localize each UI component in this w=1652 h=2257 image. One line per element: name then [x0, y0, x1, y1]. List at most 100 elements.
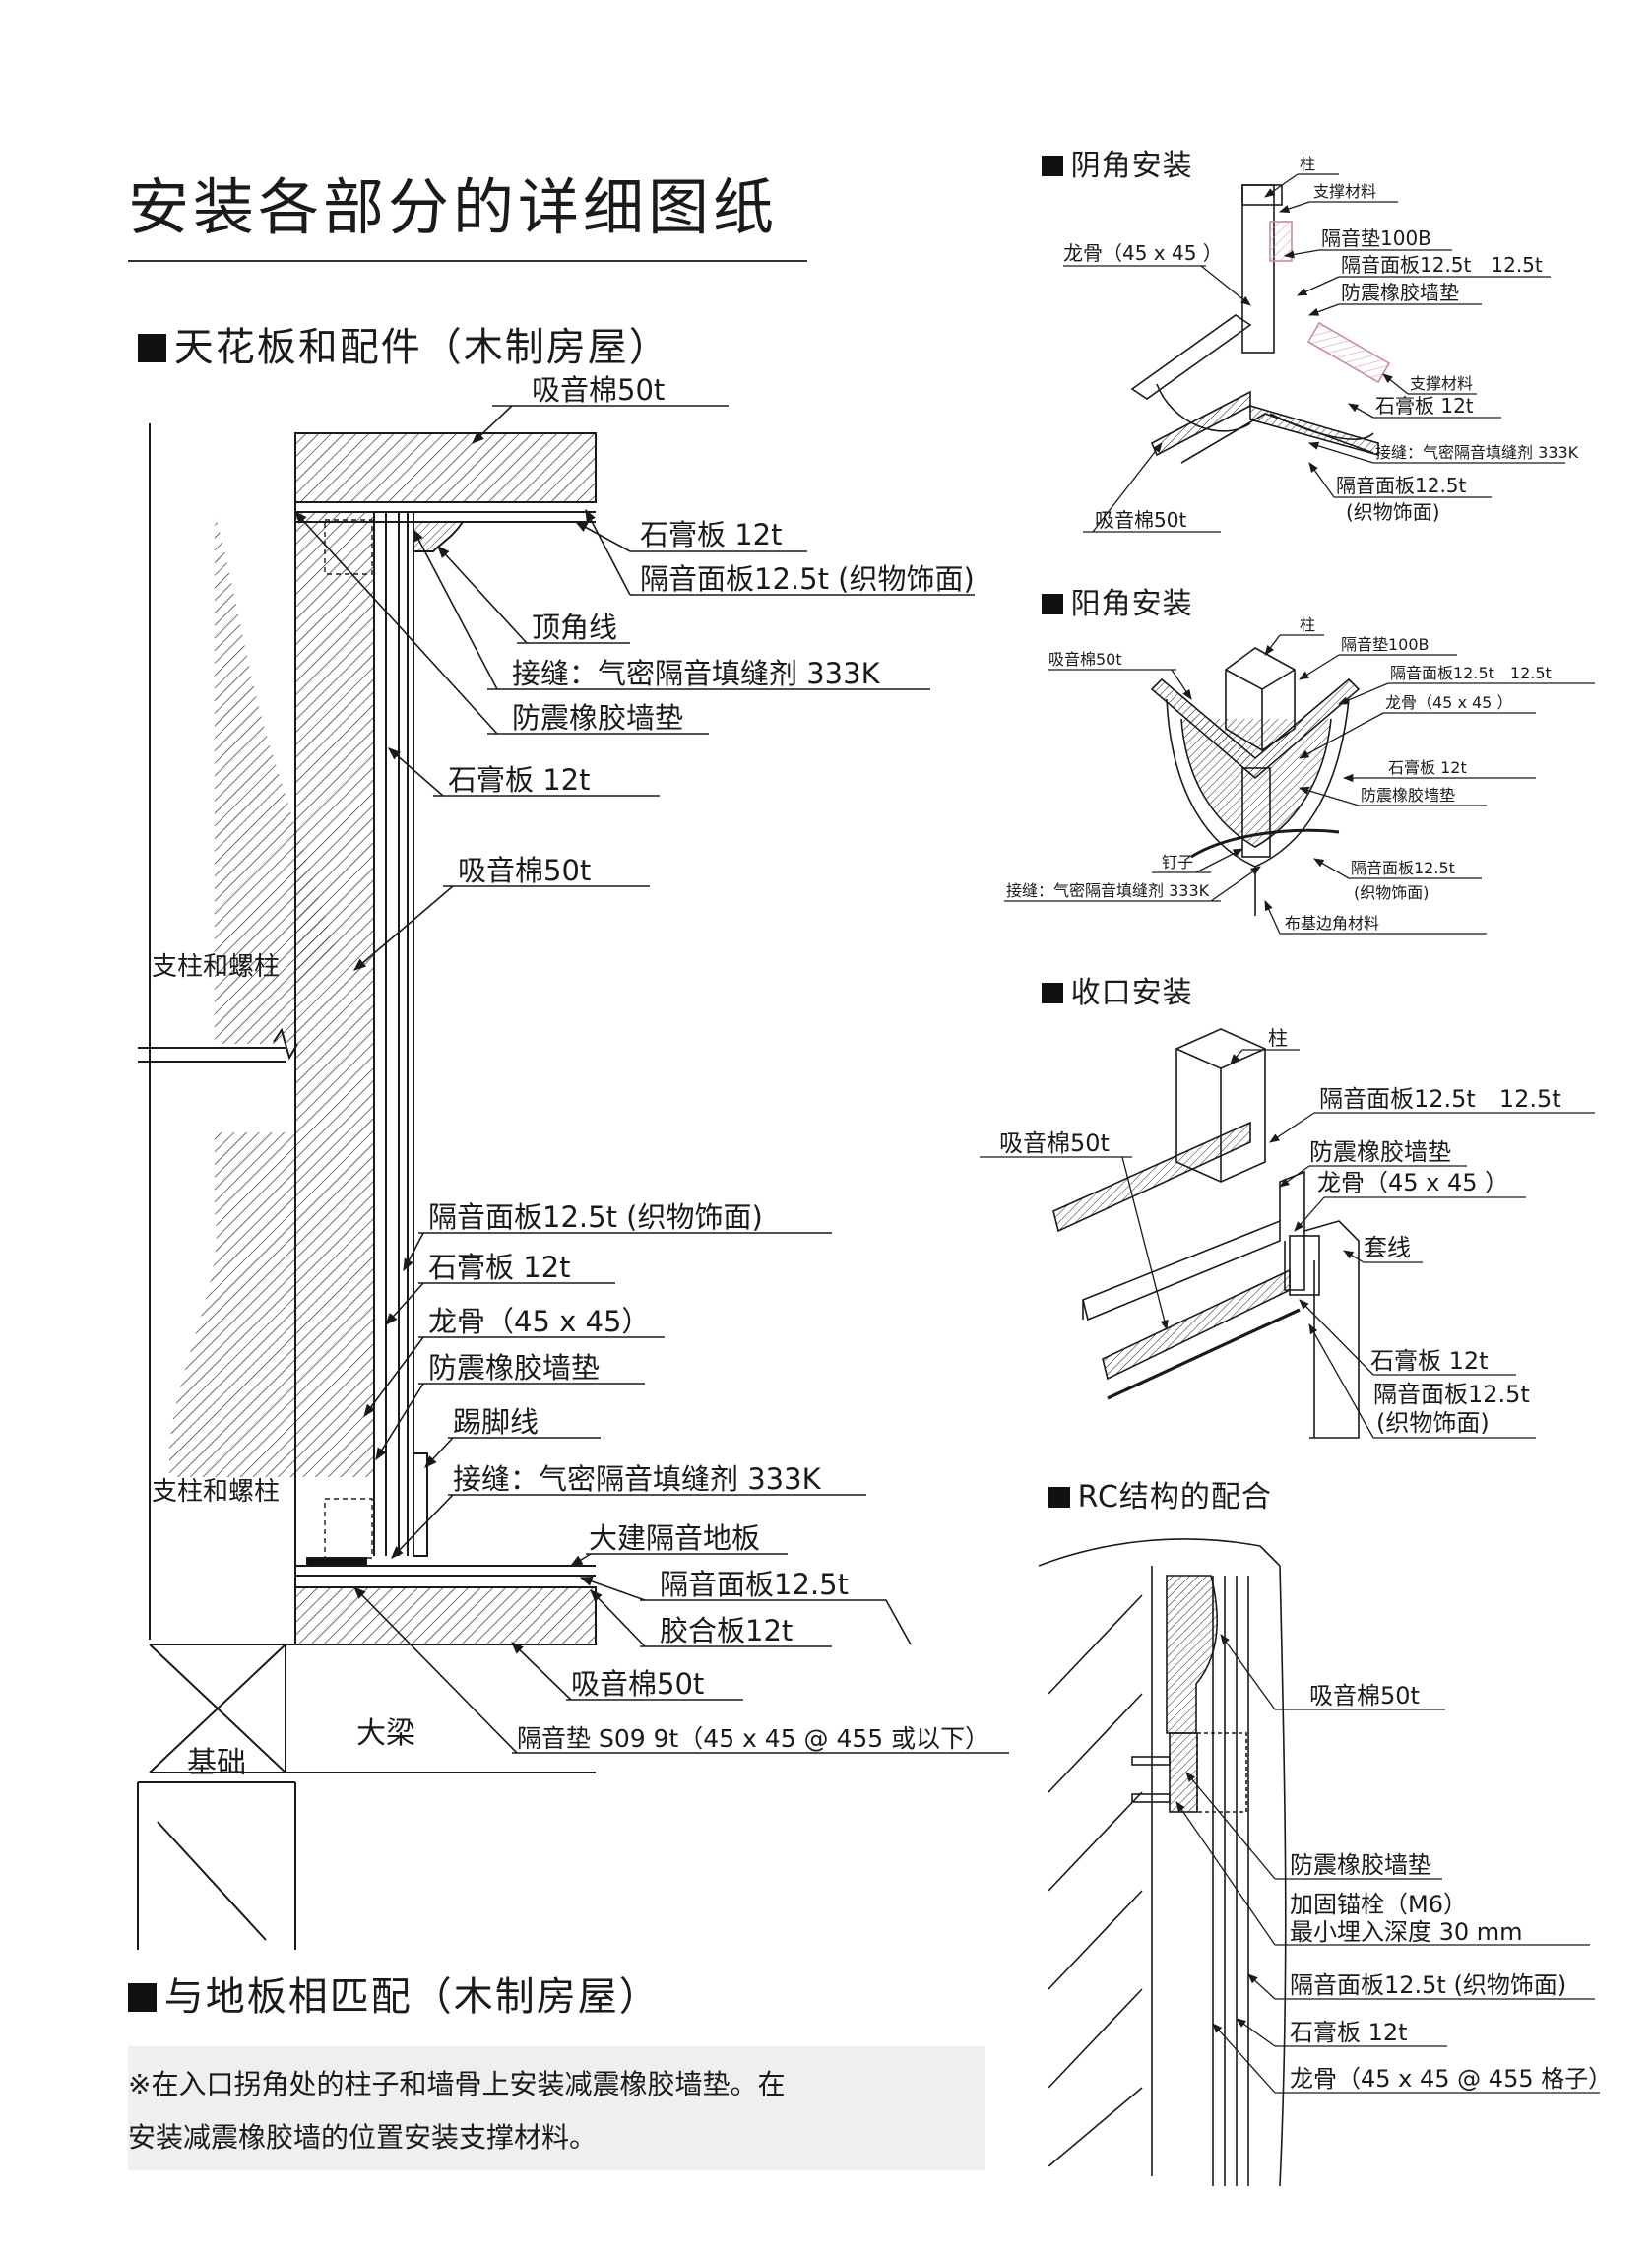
label-post-top: 支柱和螺柱: [152, 952, 280, 982]
main-section-drawing: [137, 423, 597, 1950]
outer-label-panel2: 隔音面板12.5t: [1351, 859, 1455, 877]
square-bullet-icon: [1042, 155, 1063, 177]
label-stud-low: 龙骨（45 x 45）: [428, 1305, 650, 1338]
section-title: 与地板相匹配（木制房屋）: [163, 1974, 661, 2020]
rc-label-gypsum: 石膏板 12t: [1290, 2019, 1408, 2046]
square-bullet-icon: [1048, 1486, 1070, 1509]
label-absorb-top: 吸音棉50t: [532, 373, 665, 407]
rc-labels: 吸音棉50t 防震橡胶墙垫 加固锚栓（M6） 最小埋入深度 30 mm 隔音面板…: [1290, 1682, 1612, 2093]
inner-label-panel: 隔音面板12.5t 12.5t: [1341, 253, 1543, 277]
edge-label-casing: 套线: [1364, 1234, 1411, 1261]
main-leader-lines: [294, 405, 1009, 1754]
label-gypsum-top: 石膏板 12t: [640, 518, 783, 551]
label-absorb-floor: 吸音棉50t: [571, 1667, 704, 1701]
rc-drawing: [1038, 1538, 1287, 2187]
rc-label-bolt: 加固锚栓（M6）: [1290, 1891, 1467, 1918]
edge-label-fabric: (织物饰面): [1376, 1409, 1490, 1437]
section-heading-outer-corner: 阳角安装: [1042, 579, 1193, 622]
inner-label-support: 支撑材料: [1313, 182, 1376, 201]
label-seam-low: 接缝：气密隔音填缝剂 333K: [453, 1462, 822, 1496]
outer-label-gypsum: 石膏板 12t: [1388, 758, 1467, 777]
label-baseboard: 踢脚线: [453, 1405, 539, 1439]
label-plywood: 胶合板12t: [660, 1614, 793, 1647]
edge-labels: 柱 隔音面板12.5t 12.5t 吸音棉50t 防震橡胶墙垫 龙骨（45 x …: [999, 1026, 1561, 1437]
outer-label-rubber: 防震橡胶墙垫: [1361, 786, 1455, 805]
inner-label-stud: 龙骨（45 x 45 ）: [1063, 241, 1223, 265]
inner-label-fabric: (织物饰面): [1346, 500, 1440, 524]
label-rubber-top: 防震橡胶墙垫: [512, 701, 683, 735]
outer-label-stud: 龙骨（45 x 45 ）: [1385, 693, 1512, 712]
section-heading-inner-corner: 阴角安装: [1042, 141, 1193, 184]
inner-label-panel2: 隔音面板12.5t: [1336, 474, 1467, 497]
rc-label-stud: 龙骨（45 x 45 @ 455 格子）: [1290, 2065, 1612, 2093]
rc-label-depth: 最小埋入深度 30 mm: [1290, 1918, 1523, 1946]
label-post-low: 支柱和螺柱: [152, 1477, 280, 1507]
inner-label-gypsum: 石膏板 12t: [1375, 394, 1474, 418]
edge-label-rubber: 防震橡胶墙垫: [1309, 1138, 1451, 1166]
section-title: 阳角安装: [1070, 587, 1193, 621]
label-panel-low: 隔音面板12.5t (织物饰面): [428, 1200, 763, 1234]
rc-label-panel: 隔音面板12.5t (织物饰面): [1290, 1971, 1566, 1999]
label-pad: 隔音垫 S09 9t（45 x 45 @ 455 或以下）: [517, 1724, 989, 1753]
edge-leaders: [980, 1049, 1595, 1439]
section-heading-edge: 收口安装: [1042, 968, 1193, 1011]
outer-label-pad: 隔音垫100B: [1341, 635, 1430, 654]
outer-label-nail: 钉子: [1162, 853, 1193, 871]
edge-label-panel: 隔音面板12.5t 12.5t: [1319, 1085, 1561, 1113]
label-rubber-low: 防震橡胶墙垫: [428, 1351, 600, 1385]
inner-label-support2: 支撑材料: [1410, 374, 1473, 393]
inner-corner-labels: 柱 支撑材料 隔音垫100B 龙骨（45 x 45 ） 隔音面板12.5t 12…: [1063, 155, 1579, 532]
section-title: 阴角安装: [1070, 149, 1193, 183]
note-line: ※在入口拐角处的柱子和墙骨上安装减震橡胶墙垫。在: [128, 2068, 786, 2100]
rc-label-absorb: 吸音棉50t: [1309, 1682, 1420, 1709]
inner-label-seam: 接缝：气密隔音填缝剂 333K: [1375, 443, 1579, 462]
inner-corner-drawing: [1130, 184, 1391, 464]
title-divider: [128, 260, 807, 262]
section-heading-rc: RC结构的配合: [1048, 1472, 1272, 1515]
outer-label-panel: 隔音面板12.5t 12.5t: [1390, 664, 1552, 682]
note-line: 安装减震橡胶墙的位置安装支撑材料。: [128, 2121, 598, 2154]
inner-label-pad: 隔音垫100B: [1321, 226, 1431, 250]
outer-corner-drawing: [1150, 647, 1361, 916]
inner-corner-leaders: [1063, 173, 1565, 533]
outer-label-absorb: 吸音棉50t: [1048, 650, 1122, 669]
edge-label-panel2: 隔音面板12.5t: [1373, 1381, 1530, 1408]
square-bullet-icon: [138, 333, 166, 362]
inner-label-absorb: 吸音棉50t: [1095, 508, 1186, 532]
label-crown: 顶角线: [532, 611, 617, 644]
section-title: 收口安装: [1070, 976, 1193, 1010]
section-heading-floor: 与地板相匹配（木制房屋）: [128, 1965, 661, 2022]
edge-label-absorb: 吸音棉50t: [999, 1129, 1110, 1157]
square-bullet-icon: [1042, 593, 1063, 615]
square-bullet-icon: [128, 1982, 157, 2012]
label-absorb-mid: 吸音棉50t: [458, 854, 591, 887]
outer-label-seam: 接缝：气密隔音填缝剂 333K: [1006, 881, 1210, 900]
main-labels: 吸音棉50t 石膏板 12t 隔音面板12.5t (织物饰面) 顶角线 接缝：气…: [152, 373, 989, 1780]
section-heading-ceiling: 天花板和配件（木制房屋）: [138, 315, 670, 372]
label-panel-floor: 隔音面板12.5t: [660, 1568, 849, 1601]
label-gypsum-mid: 石膏板 12t: [448, 763, 591, 797]
outer-label-corner: 布基边角材料: [1285, 914, 1379, 933]
label-beam: 大梁: [356, 1716, 415, 1751]
rc-leaders: [1175, 1634, 1600, 2094]
outer-corner-leaders: [1004, 634, 1595, 935]
inner-label-rubber: 防震橡胶墙垫: [1341, 281, 1459, 304]
outer-label-fabric: (织物饰面): [1354, 883, 1430, 902]
label-seam-top: 接缝：气密隔音填缝剂 333K: [512, 657, 881, 690]
label-gypsum-low: 石膏板 12t: [428, 1251, 571, 1284]
edge-label-gypsum: 石膏板 12t: [1370, 1347, 1489, 1375]
outer-corner-labels: 柱 吸音棉50t 隔音垫100B 隔音面板12.5t 12.5t 龙骨（45 x…: [1006, 615, 1552, 933]
label-panel-top: 隔音面板12.5t (织物饰面): [640, 562, 975, 596]
inner-label-post: 柱: [1300, 155, 1315, 173]
label-floorboard: 大建隔音地板: [589, 1521, 760, 1555]
section-title: 天花板和配件（木制房屋）: [173, 325, 670, 370]
label-foundation: 基础: [187, 1746, 246, 1780]
rc-label-rubber: 防震橡胶墙垫: [1290, 1851, 1431, 1879]
square-bullet-icon: [1042, 982, 1063, 1004]
edge-label-stud: 龙骨（45 x 45 ）: [1317, 1169, 1508, 1196]
section-title: RC结构的配合: [1077, 1480, 1272, 1515]
outer-label-post: 柱: [1300, 615, 1315, 634]
install-note: ※在入口拐角处的柱子和墙骨上安装减震橡胶墙垫。在 安装减震橡胶墙的位置安装支撑材…: [128, 2046, 985, 2170]
edge-label-post: 柱: [1268, 1026, 1288, 1050]
